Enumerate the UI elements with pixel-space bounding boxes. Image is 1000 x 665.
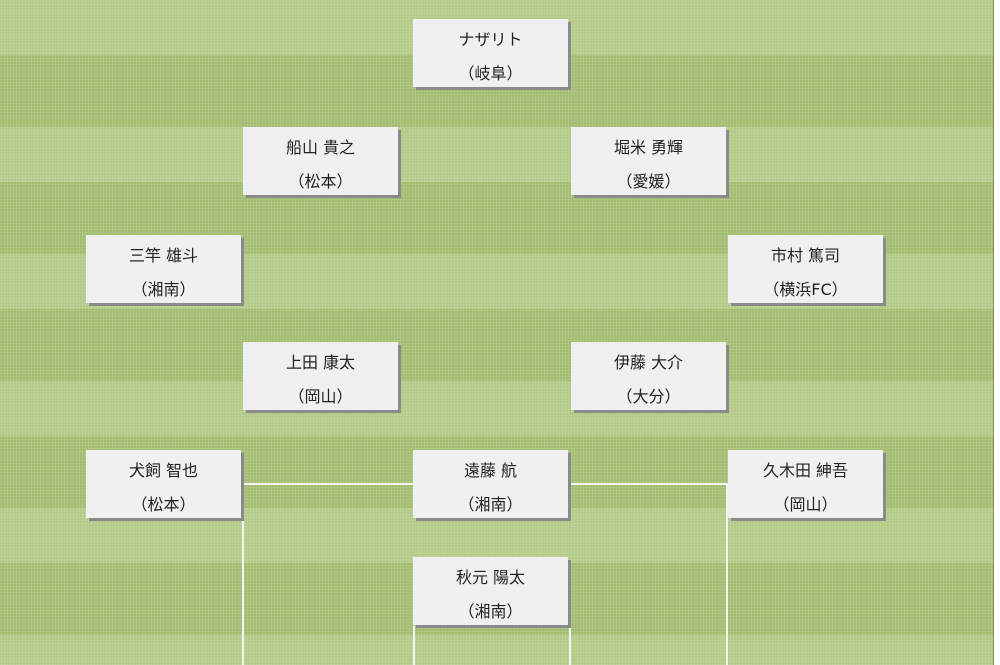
player-team: （岡山）: [773, 495, 838, 514]
player-name: 船山 貴之: [285, 138, 356, 157]
player-card-dmf-right[interactable]: 伊藤 大介 （大分）: [571, 342, 726, 410]
player-team: （湘南）: [458, 602, 523, 621]
player-team: （松本）: [288, 172, 353, 191]
penalty-box-right-line: [726, 483, 728, 665]
player-team: （岡山）: [288, 387, 353, 406]
player-team: （湘南）: [458, 495, 523, 514]
player-team: （湘南）: [131, 280, 196, 299]
player-name: 犬飼 智也: [128, 461, 199, 480]
player-team: （愛媛）: [616, 172, 681, 191]
player-name: 伊藤 大介: [613, 353, 684, 372]
player-name: 市村 篤司: [770, 246, 841, 265]
player-team: （大分）: [616, 387, 681, 406]
player-name: 三竿 雄斗: [128, 246, 199, 265]
player-card-cb-right[interactable]: 久木田 紳吾 （岡山）: [728, 450, 883, 518]
player-name: 上田 康太: [285, 353, 356, 372]
player-card-fw[interactable]: ナザリト （岐阜）: [413, 19, 568, 87]
player-card-dmf-left[interactable]: 上田 康太 （岡山）: [243, 342, 398, 410]
player-card-cb-left[interactable]: 犬飼 智也 （松本）: [86, 450, 241, 518]
player-card-amf-right[interactable]: 堀米 勇輝 （愛媛）: [571, 127, 726, 195]
player-name: 久木田 紳吾: [762, 461, 849, 480]
goal-area-left-line: [413, 626, 415, 665]
player-card-cb-center[interactable]: 遠藤 航 （湘南）: [413, 450, 568, 518]
player-card-wb-right[interactable]: 市村 篤司 （横浜FC）: [728, 235, 883, 303]
player-card-gk[interactable]: 秋元 陽太 （湘南）: [413, 557, 568, 625]
player-name: 秋元 陽太: [455, 568, 526, 587]
player-name: 遠藤 航: [463, 461, 518, 480]
player-card-wb-left[interactable]: 三竿 雄斗 （湘南）: [86, 235, 241, 303]
goal-area-right-line: [569, 626, 571, 665]
player-team: （横浜FC）: [763, 280, 848, 299]
player-name: ナザリト: [458, 30, 523, 49]
penalty-box-left-line: [242, 483, 244, 665]
player-card-amf-left[interactable]: 船山 貴之 （松本）: [243, 127, 398, 195]
player-team: （松本）: [131, 495, 196, 514]
player-name: 堀米 勇輝: [613, 138, 684, 157]
player-team: （岐阜）: [458, 64, 523, 83]
